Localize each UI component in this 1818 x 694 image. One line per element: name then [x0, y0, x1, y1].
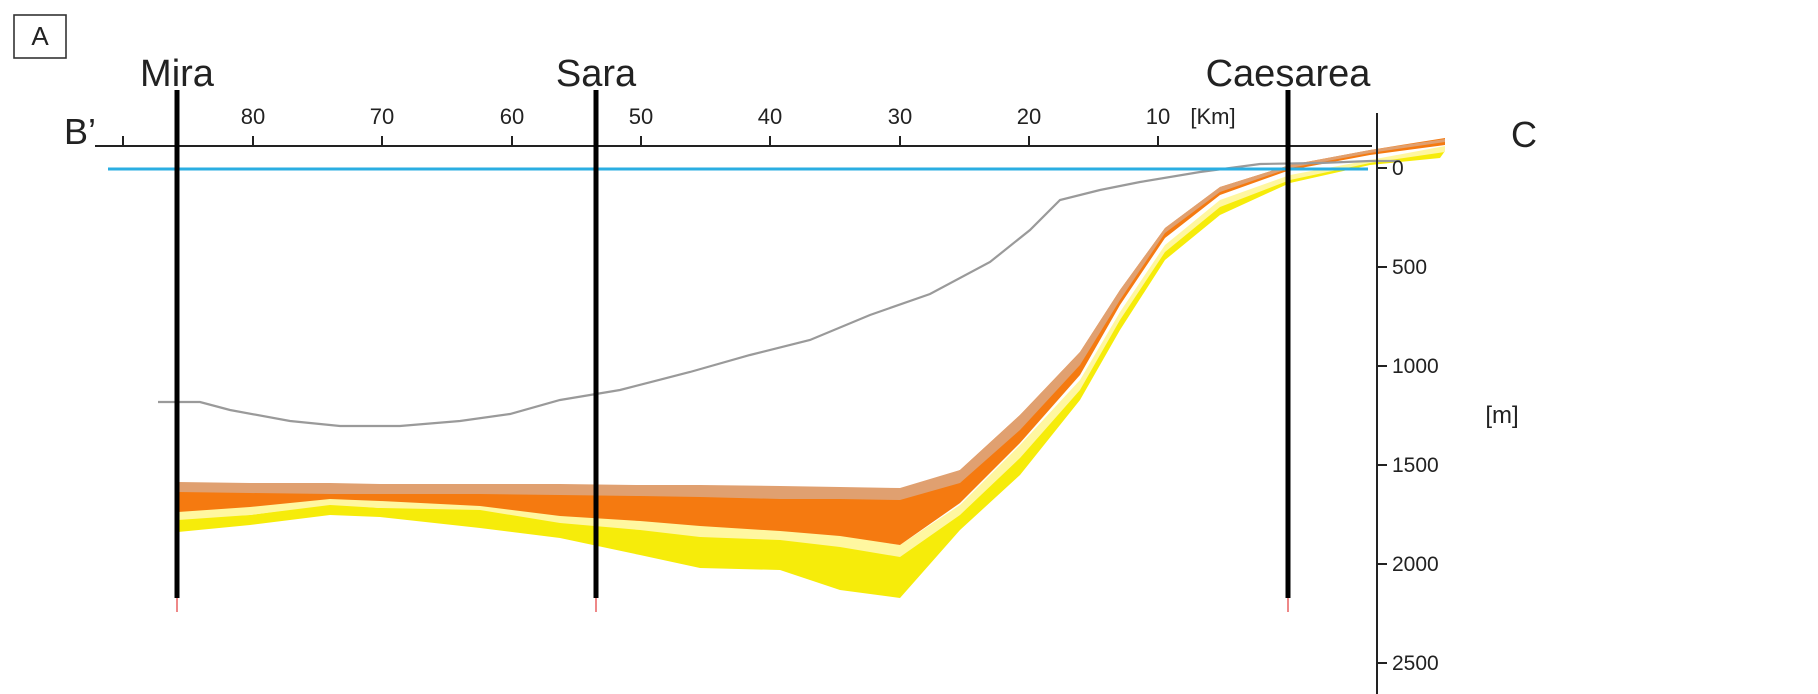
distance-tick-label: 50	[629, 104, 653, 129]
well-label: Sara	[556, 53, 637, 95]
strata	[178, 138, 1445, 598]
panel-label: A	[13, 14, 67, 59]
well-label: Mira	[140, 53, 215, 95]
panel-label-box	[13, 14, 67, 59]
distance-tick-label: 40	[758, 104, 782, 129]
well-label: Caesarea	[1206, 53, 1372, 95]
well-mira: Mira	[140, 53, 215, 612]
profile-start-label: B’	[64, 111, 96, 152]
distance-tick-label: 20	[1017, 104, 1041, 129]
depth-tick-label: 500	[1392, 256, 1427, 279]
depth-tick-label: 1500	[1392, 454, 1439, 477]
distance-unit-label: [Km]	[1190, 104, 1235, 129]
profile-end-label: C	[1511, 114, 1537, 155]
seafloor-line	[158, 159, 1400, 428]
distance-axis: 80 70 60 50 40 30 20 10 [Km] B’ C	[64, 104, 1537, 155]
well-caesarea: Caesarea	[1206, 53, 1372, 612]
distance-tick-label: 10	[1146, 104, 1170, 129]
depth-axis: 0 500 1000 1500 2000 2500 [m]	[1376, 113, 1519, 694]
depth-tick-label: 2500	[1392, 652, 1439, 675]
distance-tick-label: 30	[888, 104, 912, 129]
depth-tick-label: 0	[1392, 157, 1404, 180]
distance-tick-label: 70	[370, 104, 394, 129]
distance-tick-label: 60	[500, 104, 524, 129]
panel-label-text: A	[31, 21, 49, 51]
depth-tick-label: 2000	[1392, 553, 1439, 576]
depth-unit-label: [m]	[1485, 402, 1518, 429]
distance-tick-label: 80	[241, 104, 265, 129]
depth-tick-label: 1000	[1392, 355, 1439, 378]
well-sara: Sara	[556, 53, 637, 612]
